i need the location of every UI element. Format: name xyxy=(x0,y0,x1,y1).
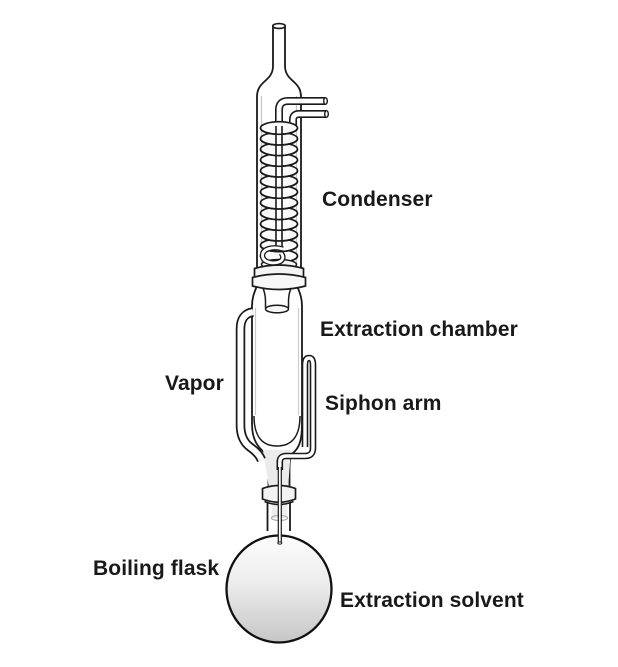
label-boiling-flask: Boiling flask xyxy=(93,557,220,580)
label-condenser: Condenser xyxy=(322,188,433,211)
coil-front-strands xyxy=(259,127,299,264)
flask-neck xyxy=(266,502,291,531)
siphon-arm-tube xyxy=(276,354,317,470)
chamber-inner-bottom xyxy=(253,415,301,447)
label-siphon-arm: Siphon arm xyxy=(325,392,442,415)
siphon-outlet-tube xyxy=(277,467,283,545)
vapor-arm-tube xyxy=(235,307,266,463)
label-vapor: Vapor xyxy=(165,372,224,395)
condenser-top-opening xyxy=(271,22,286,30)
water-inlet-tube xyxy=(289,109,330,127)
condenser-joint-ring xyxy=(251,264,307,291)
label-extraction-solvent: Extraction solvent xyxy=(340,589,524,612)
water-outlet-tube xyxy=(275,96,329,250)
label-extraction-chamber: Extraction chamber xyxy=(320,318,518,341)
condenser-shape xyxy=(251,22,330,291)
coil-end-curl xyxy=(259,245,286,266)
